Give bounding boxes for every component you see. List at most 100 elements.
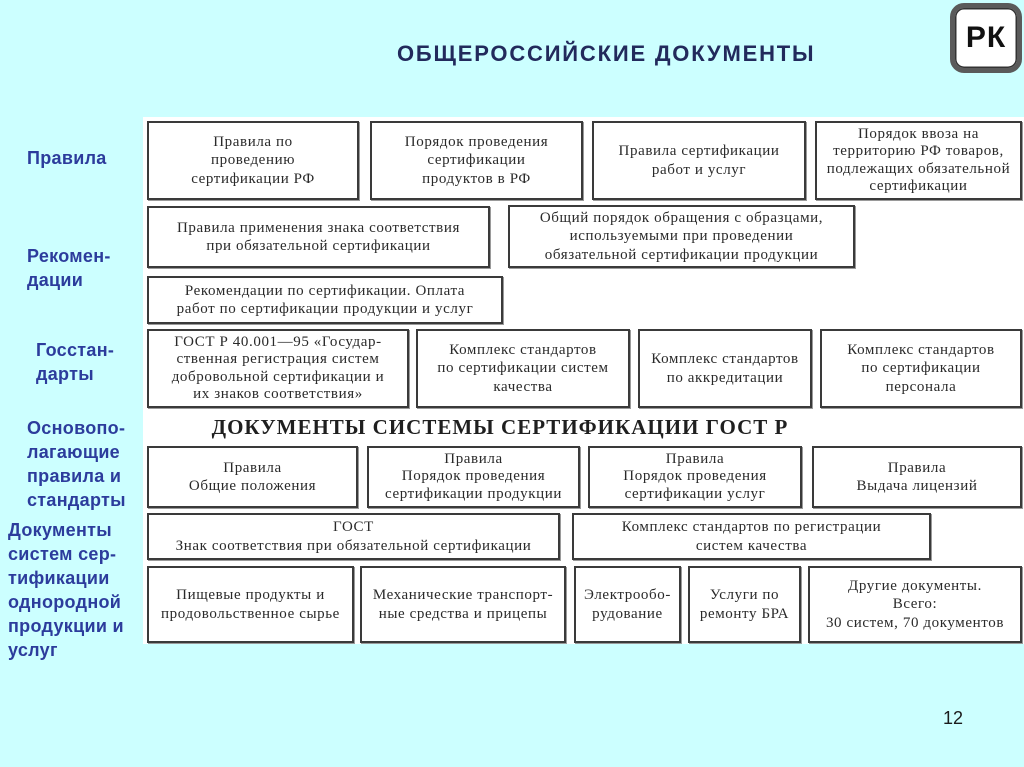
box-text-line: Комплекс стандартов по регистрации (621, 519, 882, 535)
box-conformity-mark-rules: Правила применения знака соответствия пр… (147, 206, 490, 268)
box-text-line: ные средства и прицепы (378, 605, 548, 622)
row-label-basic-rules-standards: Основопо- лагающие правила и стандарты (27, 416, 126, 512)
box-text-line: качества (493, 378, 553, 395)
box-text-line: сертификации услуг (624, 485, 766, 502)
box-text-line: работ по сертификации продукции и услуг (176, 301, 474, 317)
box-rules-licensing: Правила Выдача лицензий (812, 446, 1022, 508)
row-label-line: систем сер- (8, 544, 117, 564)
box-text-line: сертификации РФ (191, 170, 315, 187)
box-rules-certification-rf: Правила по проведению сертификации РФ (147, 121, 359, 200)
box-standards-accreditation: Комплекс стандартов по аккредитации (638, 329, 812, 408)
box-text-line: подлежащих обязательной (826, 160, 1011, 177)
row-label-line: услуг (8, 640, 58, 660)
box-repair-services: Услуги по ремонту БРА (688, 566, 801, 643)
box-text-line: территорию РФ товаров, (833, 143, 1004, 159)
box-text-line: по сертификации (861, 360, 981, 377)
box-text-line: ственная регистрация систем (176, 351, 380, 367)
box-text-line: продуктов в РФ (422, 170, 531, 187)
box-text-line: Правила сертификации (618, 143, 780, 159)
row-label-line: Основопо- (27, 418, 126, 438)
box-text-line: Другие документы. (848, 577, 982, 594)
box-standards-personnel: Комплекс стандартов по сертификации перс… (820, 329, 1022, 408)
row-label-line: Правила (27, 148, 107, 168)
box-text-line: Пищевые продукты и (176, 587, 325, 603)
box-rules-general-provisions: Правила Общие положения (147, 446, 358, 508)
box-text-line: 30 систем, 70 документов (825, 614, 1005, 631)
row-label-line: стандарты (27, 490, 126, 510)
box-text-line: по сертификации систем (437, 360, 609, 377)
box-text-line: Правила (887, 459, 947, 476)
box-text-line: сертификации (869, 178, 968, 194)
box-text-line: Услуги по (709, 587, 780, 603)
table-section-heading: ДОКУМЕНТЫ СИСТЕМЫ СЕРТИФИКАЦИИ ГОСТ Р (211, 415, 789, 439)
row-label-line: дарты (36, 364, 94, 384)
box-standards-quality-registration: Комплекс стандартов по регистрации систе… (572, 513, 931, 560)
box-import-procedure: Порядок ввоза на территорию РФ товаров, … (815, 121, 1022, 200)
box-text-line: ГОСТ (333, 519, 374, 535)
box-text-line: добровольной сертификации и (171, 368, 385, 385)
box-text-line: сертификации продукции (385, 485, 562, 502)
row-label-line: Госстан- (36, 340, 115, 360)
box-text-line: проведению (210, 152, 296, 169)
box-text-line: работ и услуг (651, 161, 747, 178)
box-text-line: Правила (665, 450, 725, 467)
box-text-line: Выдача лицензий (856, 478, 978, 494)
box-rules-service-certification: Правила Порядок проведения сертификации … (588, 446, 802, 508)
box-text-line: продовольственное сырье (161, 605, 340, 622)
box-text-line: Порядок проведения (623, 468, 767, 485)
box-text-line: Правила применения знака соответствия (177, 219, 460, 236)
box-text-line: Порядок проведения (401, 468, 546, 485)
box-text-line: Общий порядок обращения с образцами, (539, 209, 824, 226)
box-text-line: Электрообо- (584, 587, 671, 603)
row-label-line: Рекомен- (27, 246, 111, 266)
box-standards-quality-systems: Комплекс стандартов по сертификации сист… (416, 329, 630, 408)
box-vehicles-trailers: Механические транспорт- ные средства и п… (360, 566, 566, 643)
box-samples-handling-procedure: Общий порядок обращения с образцами, исп… (508, 205, 855, 268)
row-label-line: дации (27, 270, 84, 290)
box-rules-product-certification: Правила Порядок проведения сертификации … (367, 446, 580, 508)
row-label-line: продукции и (8, 616, 124, 636)
box-rules-certification-works-services: Правила сертификации работ и услуг (592, 121, 806, 200)
box-text-line: Общие положения (188, 478, 317, 494)
box-gost-conformity-mark: ГОСТ Знак соответствия при обязательной … (147, 513, 560, 560)
row-label-homogeneous-systems: Документы систем сер- тификации однородн… (8, 518, 124, 662)
box-text-line: Комплекс стандартов (651, 351, 799, 367)
box-text-line: Порядок ввоза на (857, 125, 980, 142)
box-text-line: Правила по (213, 133, 293, 150)
box-gost-r-40-001-95: ГОСТ Р 40.001—95 «Государ- ственная реги… (147, 329, 409, 408)
box-text-line: Рекомендации по сертификации. Оплата (184, 282, 466, 299)
box-text-line: по аккредитации (666, 369, 784, 386)
row-label-line: правила и (27, 466, 122, 486)
box-text-line: ГОСТ Р 40.001—95 «Государ- (174, 333, 382, 350)
rk-logo: РК (950, 3, 1022, 73)
box-text-line: Комплекс стандартов (449, 341, 597, 358)
row-label-line: лагающие (27, 442, 120, 462)
box-recommendations-payment: Рекомендации по сертификации. Оплата раб… (147, 276, 503, 324)
box-text-line: Комплекс стандартов (847, 341, 995, 358)
box-text-line: Всего: (892, 596, 938, 613)
row-label-rules: Правила (27, 146, 107, 170)
slide-title: ОБЩЕРОССИЙСКИЕ ДОКУМЕНТЫ (397, 41, 816, 66)
box-text-line: ремонту БРА (699, 605, 790, 622)
row-label-line: Документы (8, 520, 112, 540)
box-text-line: используемыми при проведении (569, 228, 794, 245)
box-text-line: Правила (444, 450, 503, 467)
box-food-products: Пищевые продукты и продовольственное сыр… (147, 566, 354, 643)
row-label-line: тификации (8, 568, 110, 588)
row-label-recommendations: Рекомен- дации (27, 244, 111, 292)
page-number: 12 (943, 708, 964, 728)
box-text-line: Порядок проведения (404, 133, 549, 150)
row-label-line: однородной (8, 592, 122, 612)
box-text-line: персонала (885, 378, 957, 395)
box-text-line: Знак соответствия при обязательной серти… (175, 537, 532, 554)
box-other-documents: Другие документы. Всего: 30 систем, 70 д… (808, 566, 1022, 643)
row-label-state-standards: Госстан- дарты (36, 338, 114, 386)
box-procedure-certification-products-rf: Порядок проведения сертификации продукто… (370, 121, 583, 200)
box-text-line: рудование (592, 605, 663, 622)
box-text-line: систем качества (695, 537, 808, 554)
box-electrical-equipment: Электрообо- рудование (574, 566, 681, 643)
box-text-line: Механические транспорт- (372, 587, 554, 603)
box-text-line: обязательной сертификации продукции (544, 246, 819, 263)
box-text-line: сертификации (427, 152, 526, 169)
